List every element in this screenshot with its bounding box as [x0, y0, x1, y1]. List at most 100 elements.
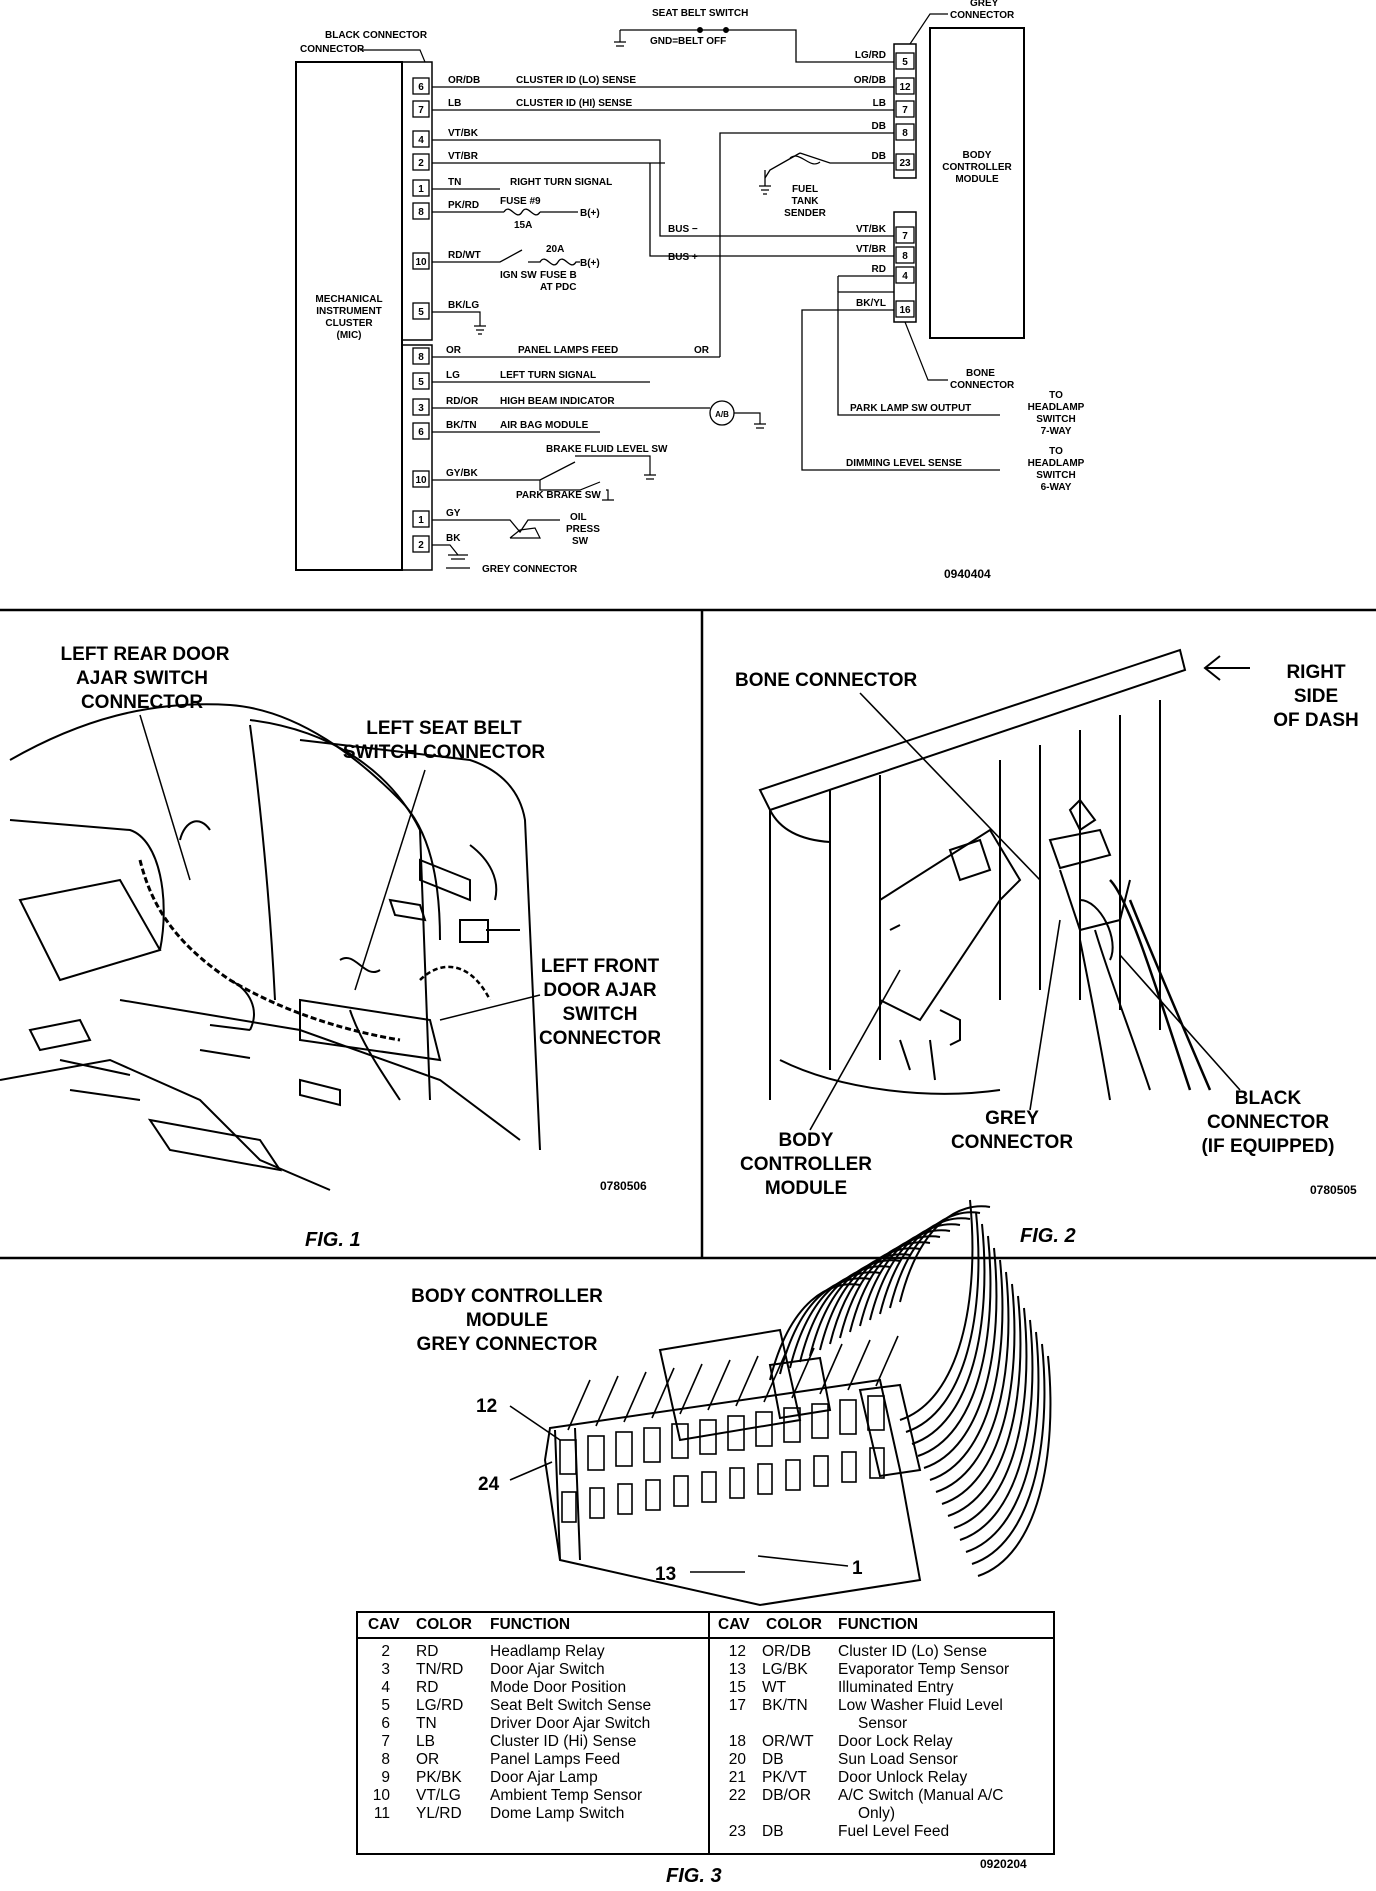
ign-switch	[432, 249, 523, 263]
fuse-9-symbol	[503, 208, 541, 216]
svg-text:12: 12	[476, 1396, 497, 1417]
fig3-wire-bundle	[769, 1199, 1052, 1577]
bcm-grey-pin-number: 7	[902, 105, 908, 116]
cavity-top	[559, 1439, 577, 1475]
bcm-bone-pin-wire: BK/YL	[856, 298, 886, 309]
bcm-bone-pin-box	[895, 266, 915, 284]
wire-seat-belt	[620, 29, 894, 63]
cavity-number: 11	[373, 1805, 390, 1822]
cavity-top	[755, 1411, 773, 1447]
grey-pin-function: AIR BAG MODULE	[500, 420, 589, 431]
cavity-bottom	[701, 1471, 717, 1503]
svg-text:SWITCH: SWITCH	[1036, 414, 1075, 425]
bcm-body	[929, 27, 1025, 339]
fig2-illustration	[758, 648, 1212, 1101]
cavity-bottom	[673, 1475, 689, 1507]
svg-text:CONTROLLER: CONTROLLER	[740, 1154, 872, 1175]
svg-text:FUEL: FUEL	[792, 184, 818, 195]
cavity-top	[699, 1419, 717, 1455]
bcm-grey-pin-box	[895, 123, 915, 141]
cavity-top	[727, 1415, 745, 1451]
park-brake-switch	[539, 480, 614, 501]
black-pin-box	[412, 302, 430, 320]
park-lamp-label: PARK LAMP SW OUTPUT	[850, 403, 971, 414]
svg-text:24: 24	[478, 1474, 500, 1495]
cavity-color: DB/OR	[762, 1787, 812, 1804]
svg-text:CLUSTER: CLUSTER	[325, 318, 373, 329]
wire-fuel-sender	[799, 152, 894, 164]
fig3-caption: FIG. 3	[666, 1865, 722, 1886]
bcm-grey-pin-number: 12	[899, 82, 911, 93]
cavity-number: 7	[381, 1733, 390, 1750]
cavity-function: Seat Belt Switch Sense	[490, 1697, 652, 1714]
cavity-function: Sun Load Sensor	[838, 1751, 958, 1768]
black-pin-wire: BK/LG	[448, 300, 479, 311]
grey-pin-box	[412, 470, 430, 488]
svg-text:OIL: OIL	[570, 512, 587, 523]
seat-belt-switch-label: SEAT BELT SWITCH	[652, 8, 748, 19]
fig1-left-front-label: LEFT FRONT	[541, 956, 660, 977]
svg-text:PRESS: PRESS	[566, 524, 600, 535]
svg-text:CONNECTOR: CONNECTOR	[539, 1028, 661, 1049]
cavity-number: 17	[728, 1697, 746, 1714]
fig1-leaders	[139, 714, 541, 1021]
black-connector-label: BLACK CONNECTOR	[325, 30, 428, 41]
cavity-color: TN/RD	[416, 1661, 464, 1678]
cavity-number: 9	[381, 1769, 390, 1786]
cavity-table-header-left: CAV COLOR FUNCTION	[358, 1613, 708, 1639]
fig3-pin-leaders	[509, 1405, 849, 1573]
bcm-bone-pin-wire: VT/BK	[856, 224, 887, 235]
bus-minus-label: BUS −	[668, 224, 698, 235]
svg-text:HEADLAMP: HEADLAMP	[1028, 402, 1085, 413]
fig3-title: BODY CONTROLLER MODULE GREY CONNECTOR	[411, 1286, 603, 1355]
grey-pin-number: 10	[415, 475, 427, 486]
black-pin-box	[412, 153, 430, 171]
bcm-bone-pin-number: 8	[902, 251, 908, 262]
grey-pin-wire-right: OR	[694, 345, 710, 356]
wire-db-panel	[719, 132, 894, 357]
fig3-code: 0920204	[980, 1857, 1027, 1871]
cavity-color: WT	[762, 1679, 787, 1696]
cavity-top	[811, 1403, 829, 1439]
grey-pin-wire: BK	[446, 533, 461, 544]
svg-text:1: 1	[852, 1558, 863, 1579]
fig3-connector	[543, 1199, 1052, 1607]
svg-text:A/B: A/B	[715, 410, 729, 419]
svg-text:GREY CONNECTOR: GREY CONNECTOR	[417, 1334, 598, 1355]
bcm-bone-pin-box	[895, 226, 915, 244]
wiring-diagram: MECHANICAL INSTRUMENT CLUSTER (MIC) BLAC…	[295, 0, 1085, 581]
cavity-top	[671, 1423, 689, 1459]
svg-text:TO: TO	[1049, 446, 1063, 457]
black-pin-number: 10	[415, 257, 427, 268]
svg-text:TO: TO	[1049, 390, 1063, 401]
svg-text:INSTRUMENT: INSTRUMENT	[316, 306, 382, 317]
fuse-b-amp: 20A	[546, 244, 564, 255]
svg-text:MODULE: MODULE	[466, 1310, 548, 1331]
cavity-color: PK/VT	[762, 1769, 807, 1786]
black-pin-box	[412, 179, 430, 197]
fig3-pin-labels: 12 24 13 1	[476, 1396, 863, 1585]
svg-text:SIDE: SIDE	[1294, 686, 1338, 707]
black-pin-wire: LB	[448, 98, 461, 109]
black-pin-wire: VT/BR	[448, 151, 479, 162]
svg-text:SENDER: SENDER	[784, 208, 826, 219]
black-pin-function: CLUSTER ID (LO) SENSE	[516, 75, 636, 86]
bcm-grey-pin-number: 5	[902, 57, 908, 68]
fig2-code: 0780505	[1310, 1183, 1357, 1197]
cavity-function-cont: Sensor	[858, 1715, 908, 1732]
svg-text:SWITCH: SWITCH	[563, 1004, 638, 1025]
cavity-number: 6	[381, 1715, 390, 1732]
black-pin-box	[412, 77, 430, 95]
bcm-label: BODY CONTROLLER MODULE	[942, 150, 1012, 185]
cavity-function: Cluster ID (Hi) Sense	[490, 1733, 637, 1750]
fig1-labels: LEFT REAR DOOR AJAR SWITCH CONNECTOR LEF…	[61, 644, 662, 1049]
